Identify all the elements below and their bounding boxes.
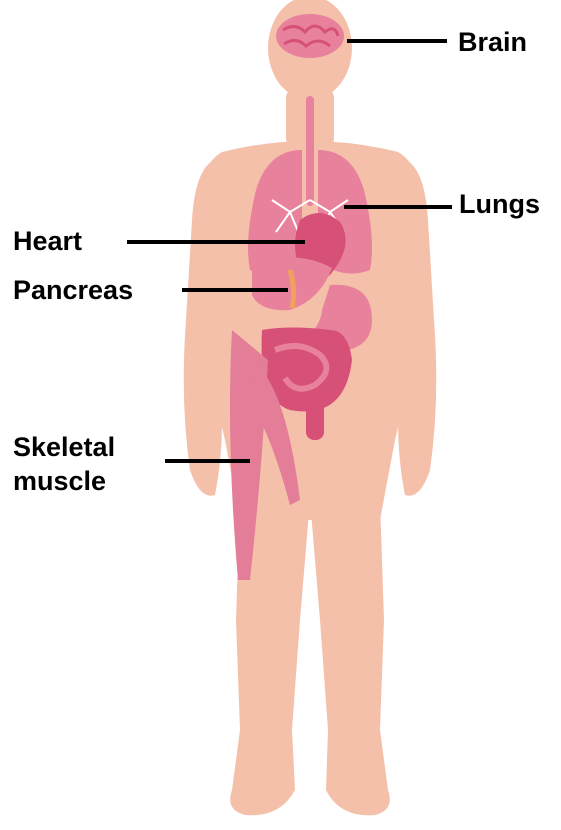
brain-organ [276,14,344,58]
label-lungs: Lungs [459,189,540,219]
left-arm [184,160,232,496]
right-arm [388,160,436,496]
label-skeletal-muscle: Skeletal muscle [13,430,115,498]
label-skeletal-muscle-line2: muscle [13,464,115,498]
trachea [306,96,314,206]
right-leg [310,500,390,815]
label-heart: Heart [13,226,82,256]
label-skeletal-muscle-line1: Skeletal [13,430,115,464]
label-brain: Brain [458,27,527,57]
label-pancreas: Pancreas [13,275,133,305]
